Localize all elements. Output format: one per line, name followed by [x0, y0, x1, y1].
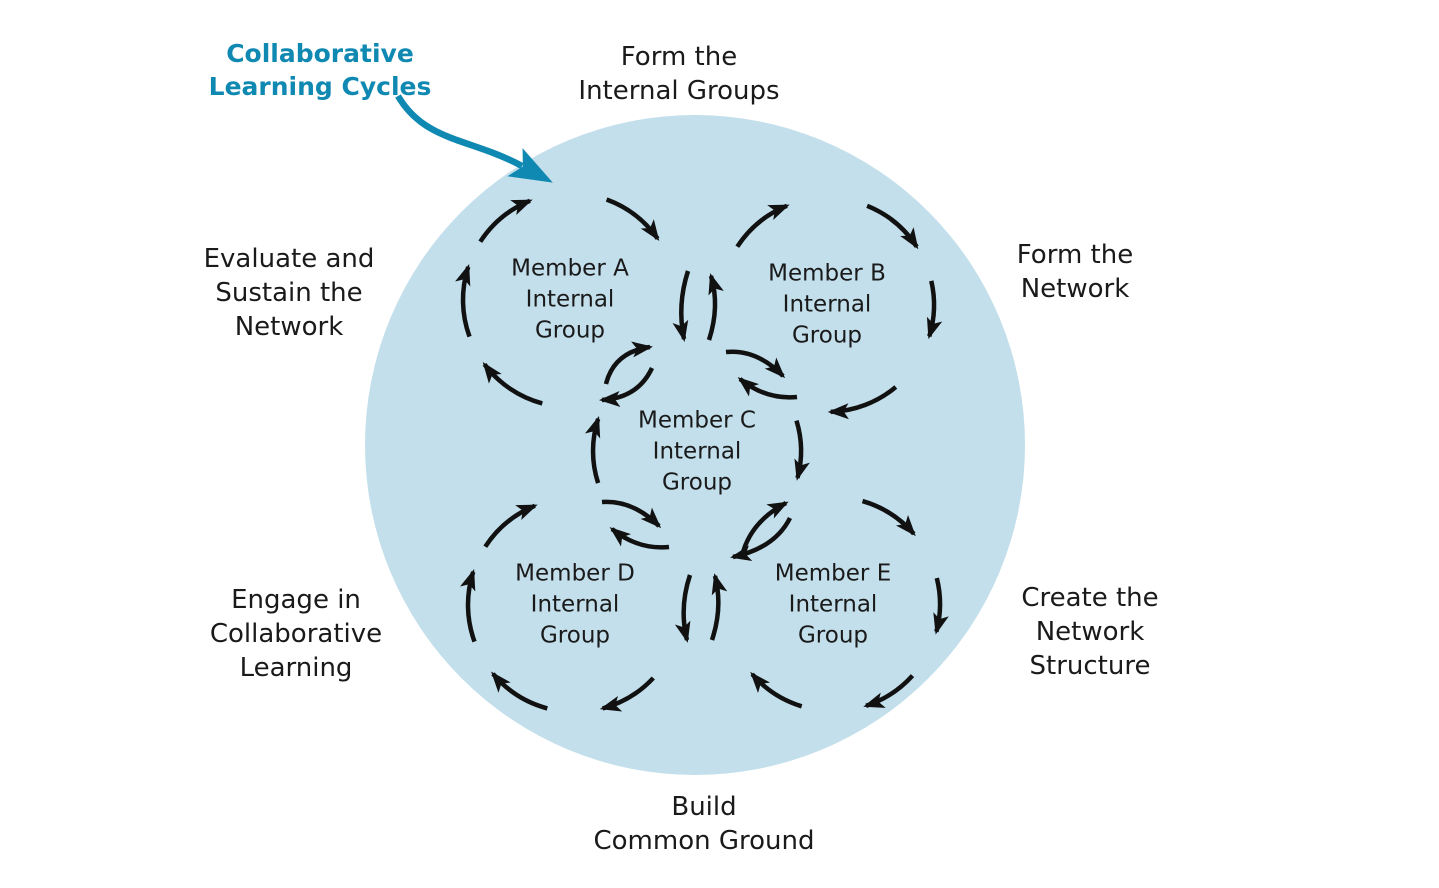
- stage-label-right-bottom: Create the Network Structure: [1021, 583, 1159, 681]
- cycle-arc-member-a: [478, 198, 533, 243]
- member-e-label: Member E Internal Group: [774, 560, 892, 649]
- stage-label-left-top: Evaluate and Sustain the Network: [203, 244, 375, 342]
- member-c-label: Member C Internal Group: [638, 407, 756, 496]
- cycle-arrows: [455, 197, 949, 712]
- callout-arrow: [395, 94, 553, 183]
- member-d-label: Member D Internal Group: [515, 560, 635, 649]
- stage-label-top: Form the Internal Groups: [578, 42, 780, 106]
- member-b-label: Member B Internal Group: [768, 260, 886, 349]
- exchange-arc-d-e: [674, 574, 693, 643]
- exchange-arc-c-d: [601, 499, 662, 529]
- network-circle: [365, 115, 1025, 775]
- exchange-arc-d-e: [709, 573, 728, 641]
- cycle-arc-member-b: [866, 203, 919, 250]
- exchange-arc-c-e: [730, 516, 793, 562]
- exchange-arc-b-c: [737, 377, 798, 400]
- exchange-arc-a-c: [599, 366, 655, 407]
- cycle-arc-member-e: [750, 671, 803, 709]
- cycle-arc-member-c: [584, 416, 601, 484]
- cycle-arc-member-d: [483, 503, 538, 548]
- cycle-arc-member-b: [735, 203, 790, 248]
- stage-label-left-bottom: Engage in Collaborative Learning: [209, 585, 383, 683]
- cycle-arc-member-a: [455, 264, 472, 338]
- cycle-arc-member-b: [926, 280, 943, 340]
- cycle-arc-member-d: [491, 671, 548, 711]
- exchange-arc-b-c: [725, 349, 786, 379]
- cycle-arc-member-c: [794, 419, 810, 481]
- cycle-arc-member-b: [827, 385, 898, 420]
- exchange-arc-a-b: [706, 273, 724, 341]
- cycle-arc-member-e: [933, 577, 949, 635]
- exchange-arc-c-d: [609, 527, 670, 550]
- cycle-arc-member-d: [460, 569, 477, 643]
- stage-label-bottom: Build Common Ground: [593, 792, 815, 856]
- cycle-arc-member-e: [861, 498, 916, 537]
- cycle-arc-member-e: [863, 674, 915, 708]
- callout-label: Collaborative Learning Cycles: [208, 39, 432, 101]
- cycle-arc-member-a: [605, 197, 660, 242]
- stage-label-right-top: Form the Network: [1016, 240, 1134, 304]
- exchange-arc-a-b: [672, 270, 691, 342]
- exchange-arc-a-c: [603, 341, 653, 385]
- cycle-arc-member-a: [482, 362, 543, 406]
- member-a-label: Member A Internal Group: [511, 255, 629, 344]
- cycle-arc-member-d: [599, 676, 655, 712]
